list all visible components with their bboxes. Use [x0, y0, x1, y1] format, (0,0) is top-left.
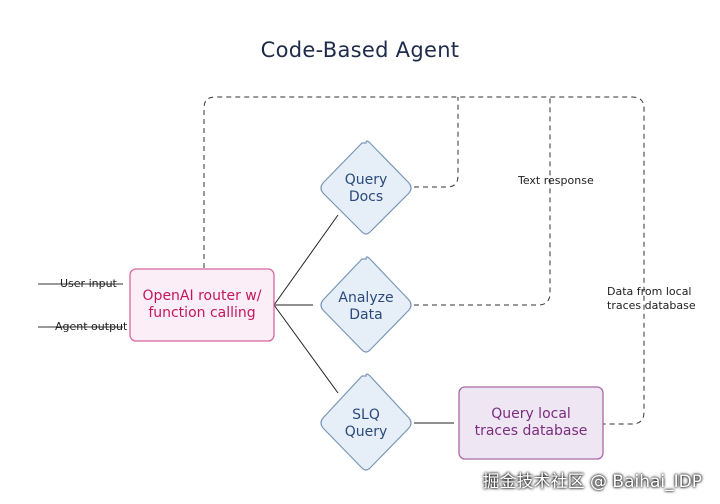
slq-query-diamond [320, 373, 412, 471]
analyze-data-label: Analyze Data [338, 290, 394, 323]
analyze-data-return-line [414, 97, 551, 306]
user-input-label: User input [60, 277, 117, 290]
agent-output-label: Agent output [55, 320, 128, 333]
query-local-label: Query local traces database [474, 406, 588, 439]
slq-query-label: SLQ Query [344, 407, 388, 440]
router-to-docs-arrow [273, 214, 339, 306]
query-docs-return-line [414, 97, 459, 188]
diagram-title: Code-Based Agent [260, 38, 460, 62]
text-response-label: Text response [518, 174, 594, 187]
data-from-local-label: Data from local traces database [607, 285, 696, 312]
router-box [129, 268, 275, 342]
router-to-slq-arrow [273, 304, 339, 394]
query-docs-label: Query Docs [344, 172, 388, 205]
query-docs-diamond [320, 140, 412, 235]
watermark: 掘金技术社区 @ Baihai_IDP [482, 472, 702, 492]
router-label: OpenAI router w/ function calling [142, 288, 262, 321]
query-local-box [458, 386, 604, 460]
analyze-data-diamond [320, 256, 412, 353]
feedback-loop-line [203, 96, 645, 425]
